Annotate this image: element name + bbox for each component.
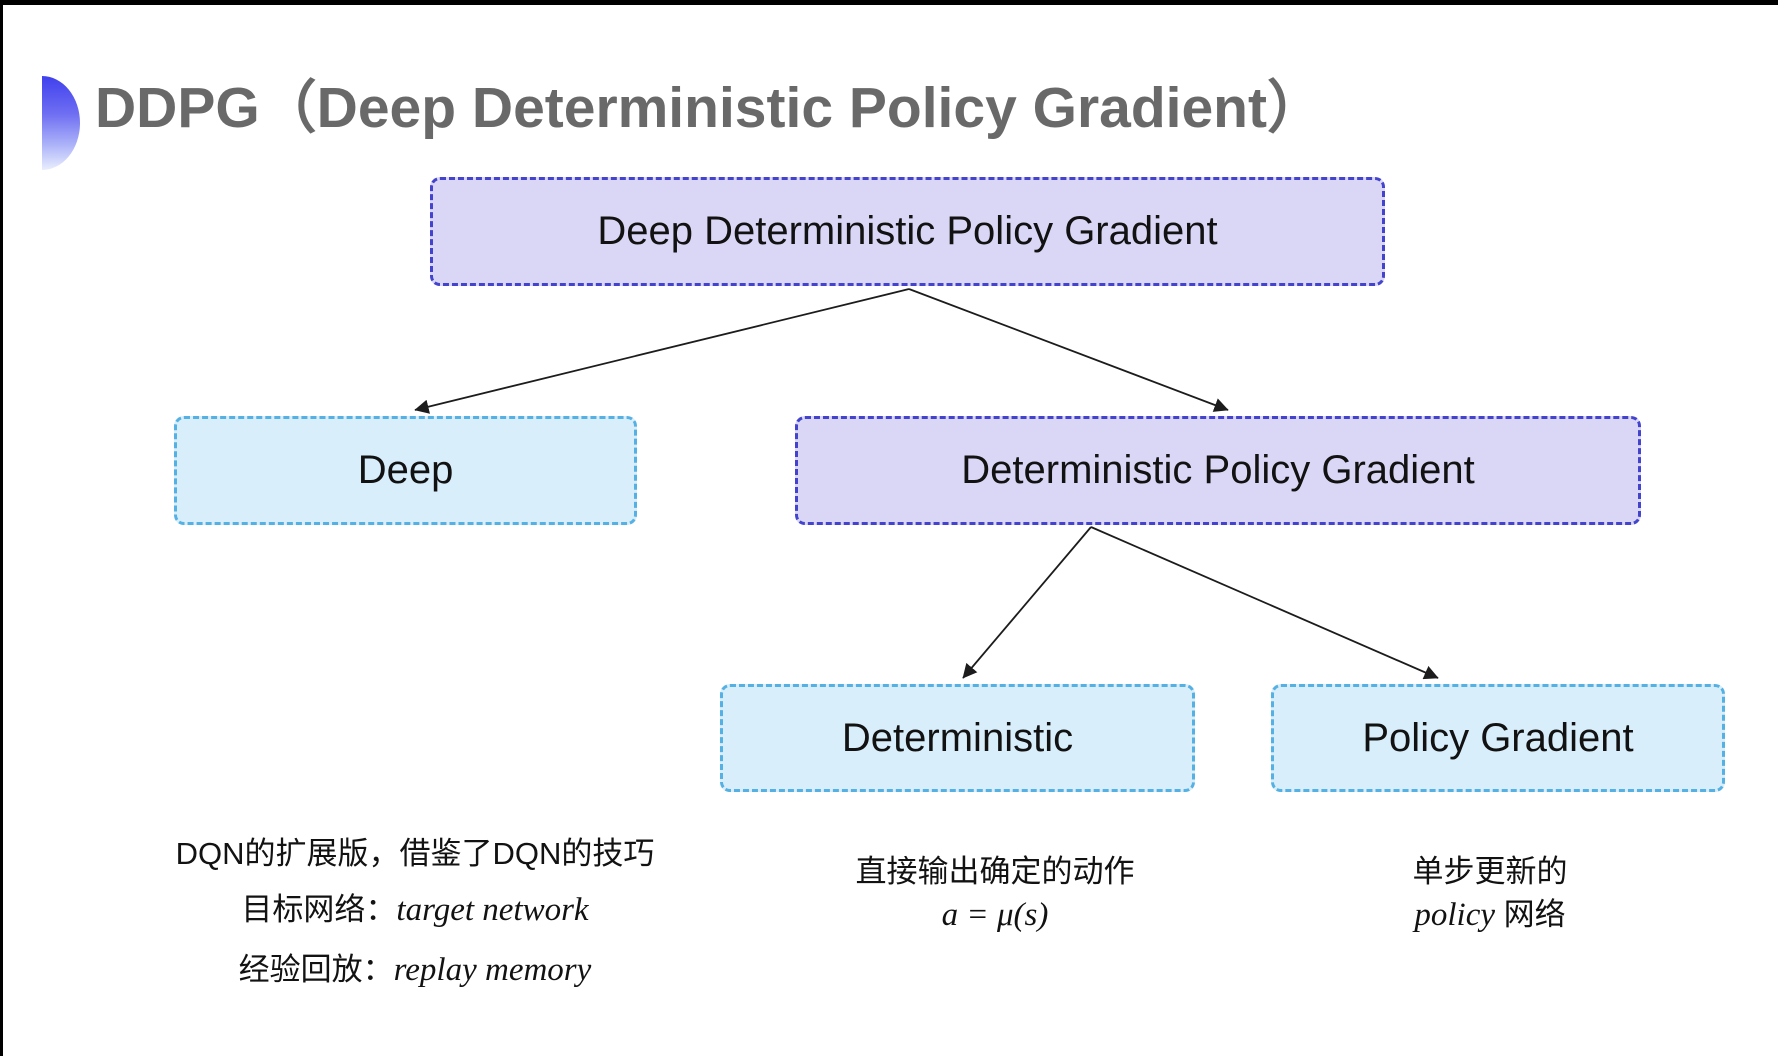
node-policy-gradient-label: Policy Gradient xyxy=(1362,715,1634,760)
arrow-ddpg-to-dpg xyxy=(908,288,1229,412)
note-policy-gradient-line2-en: policy xyxy=(1414,897,1495,933)
note-deep-line3-en: replay memory xyxy=(393,952,592,988)
note-deterministic: 直接输出确定的动作 a = μ(s) xyxy=(795,854,1195,933)
arrow-dpg-to-deterministic xyxy=(962,526,1092,679)
note-policy-gradient: 单步更新的 policy 网络 xyxy=(1340,854,1640,933)
note-policy-gradient-line2-zh: 网络 xyxy=(1495,897,1566,932)
left-frame-bar xyxy=(0,0,3,1056)
note-deterministic-line1: 直接输出确定的动作 xyxy=(855,854,1135,889)
top-frame-bar xyxy=(0,0,1778,5)
node-ddpg-label: Deep Deterministic Policy Gradient xyxy=(597,209,1218,253)
arrow-dpg-to-policy-gradient xyxy=(1090,526,1439,680)
title-bullet-icon xyxy=(42,76,80,170)
node-ddpg: Deep Deterministic Policy Gradient xyxy=(430,177,1385,286)
note-deep-line1: DQN的扩展版，借鉴了DQN的技巧 xyxy=(175,836,655,871)
note-policy-gradient-line2: policy 网络 xyxy=(1340,897,1640,933)
node-dpg: Deterministic Policy Gradient xyxy=(795,416,1641,525)
node-deep: Deep xyxy=(174,416,637,525)
note-deep-line2-zh: 目标网络： xyxy=(241,892,397,927)
note-deep-line2-en: target network xyxy=(396,892,589,928)
node-deterministic: Deterministic xyxy=(720,684,1195,792)
arrow-ddpg-to-deep xyxy=(414,288,910,414)
note-deep-line3-zh: 经验回放： xyxy=(238,952,394,987)
note-deep-line3: 经验回放：replay memory xyxy=(115,952,715,988)
node-deterministic-label: Deterministic xyxy=(841,715,1074,760)
slide-title: DDPG（Deep Deterministic Policy Gradient） xyxy=(95,76,1324,140)
node-policy-gradient: Policy Gradient xyxy=(1271,684,1725,792)
note-policy-gradient-line1: 单步更新的 xyxy=(1412,854,1568,889)
node-deep-label: Deep xyxy=(357,448,454,492)
note-deterministic-formula: a = μ(s) xyxy=(941,897,1049,933)
note-deep: DQN的扩展版，借鉴了DQN的技巧 目标网络：target network 经验… xyxy=(115,836,715,988)
note-deep-line2: 目标网络：target network xyxy=(115,892,715,928)
node-dpg-label: Deterministic Policy Gradient xyxy=(961,448,1475,492)
